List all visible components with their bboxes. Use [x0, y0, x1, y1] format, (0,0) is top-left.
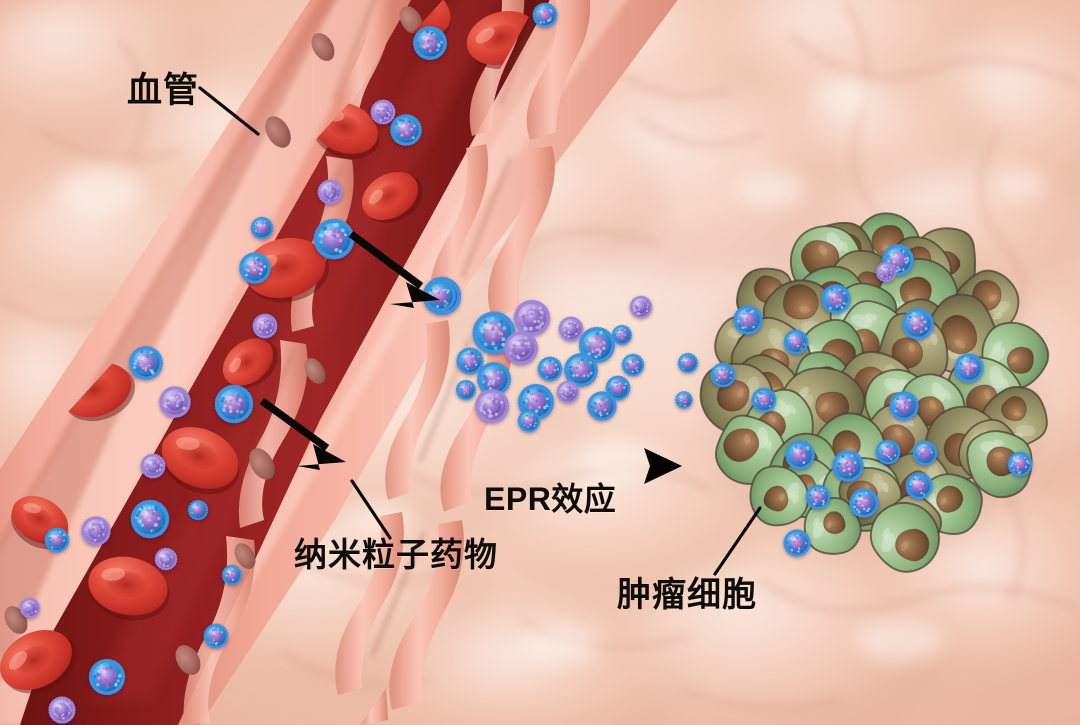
- extravasation-arrow-top: [348, 230, 440, 308]
- nanoparticle-violet: [140, 453, 166, 479]
- red-blood-cell: [244, 237, 330, 303]
- nanoparticle-coated: [130, 499, 170, 539]
- nanoparticle-coated: [532, 2, 558, 28]
- nanoparticle-coated: [587, 391, 617, 421]
- label-blood-vessel: 血管: [127, 71, 200, 110]
- nanoparticle-violet: [513, 299, 551, 337]
- nanoparticle-coated: [564, 352, 599, 388]
- nanoparticle-coated: [456, 347, 484, 375]
- label-epr-effect: EPR效应: [484, 481, 617, 517]
- nanoparticle-coated: [611, 324, 633, 346]
- nanoparticle-coated: [517, 383, 555, 421]
- nanoparticle-violet: [556, 380, 580, 404]
- nanoparticle-coated: [472, 311, 516, 355]
- nanoparticle-coated: [129, 345, 164, 381]
- nanoparticle-coated: [785, 440, 815, 470]
- red-blood-cell: [88, 556, 170, 621]
- vessel-leader-line: [198, 86, 260, 136]
- epr-arrow: [408, 448, 682, 484]
- nanoparticle-coated: [954, 353, 984, 383]
- nanoparticle-coated: [203, 623, 229, 649]
- nanoparticle-coated: [517, 409, 541, 433]
- nanoparticle-coated: [912, 440, 938, 466]
- nanoparticle-violet: [629, 295, 653, 319]
- nanoparticle-violet: [154, 547, 178, 571]
- nanoparticle-coated: [621, 353, 645, 377]
- nanoparticle-leader-line: [350, 479, 392, 540]
- red-blood-cell: [161, 427, 240, 495]
- nanoparticle-coated: [849, 488, 879, 518]
- nanoparticle-coated: [424, 280, 456, 312]
- label-nanoparticle-drug: 纳米粒子药物: [294, 536, 498, 573]
- nanoparticle-violet: [558, 316, 584, 342]
- nanoparticle-violet: [19, 597, 41, 619]
- nanoparticle-coated: [413, 25, 448, 61]
- nanoparticle-coated: [477, 361, 512, 397]
- nanoparticle-violet: [875, 261, 897, 283]
- nanoparticle-coated: [390, 114, 422, 146]
- nanoparticle-violet: [370, 99, 396, 125]
- nanoparticle-violet: [252, 313, 278, 339]
- nanoparticle-coated: [889, 391, 919, 421]
- nanoparticle-coated: [875, 439, 901, 465]
- tumor-cell: [869, 501, 940, 573]
- nanoparticle-coated: [905, 472, 933, 500]
- nanoparticle-coated: [783, 329, 809, 355]
- extravasation-arrow-bottom: [259, 397, 346, 470]
- nanoparticle-coated: [187, 499, 209, 521]
- nanoparticle-coated: [902, 308, 934, 340]
- nanoparticle-coated: [88, 658, 126, 696]
- nanoparticle-coated: [455, 379, 477, 401]
- nanoparticle-coated: [239, 252, 271, 284]
- nanoparticle-coated: [821, 284, 851, 314]
- nanoparticle-coated: [710, 362, 736, 388]
- nanoparticle-coated: [751, 387, 777, 413]
- nanoparticle-coated: [221, 564, 243, 586]
- red-blood-cell: [361, 172, 423, 224]
- nanoparticle-coated: [677, 352, 699, 374]
- nanoparticle-violet: [504, 330, 539, 366]
- nanoparticle-coated: [783, 529, 811, 557]
- nanoparticle-coated: [537, 356, 563, 382]
- red-blood-cell: [222, 338, 278, 389]
- nanoparticle-violet: [159, 386, 191, 418]
- tumor-cell: [749, 465, 810, 527]
- nanoparticle-coated: [250, 216, 274, 240]
- nanoparticle-coated: [605, 375, 631, 401]
- nanoparticle-coated: [733, 305, 763, 335]
- nanoparticle-coated: [1007, 451, 1033, 477]
- red-blood-cell: [0, 629, 77, 694]
- nanoparticle-violet: [48, 696, 76, 724]
- nanoparticle-coated: [44, 527, 70, 553]
- nanoparticle-violet: [81, 516, 111, 546]
- nanoparticle-coated: [674, 391, 694, 409]
- nanoparticle-violet: [317, 179, 343, 205]
- nanoparticle-coated: [214, 384, 254, 424]
- tumor-leader-line: [713, 506, 762, 576]
- nanoparticle-coated: [578, 326, 616, 364]
- label-tumor-cell: 肿瘤细胞: [617, 576, 757, 614]
- nanoparticle-coated: [805, 484, 831, 510]
- nanoparticle-violet: [475, 388, 510, 424]
- nanoparticle-coated: [832, 450, 864, 482]
